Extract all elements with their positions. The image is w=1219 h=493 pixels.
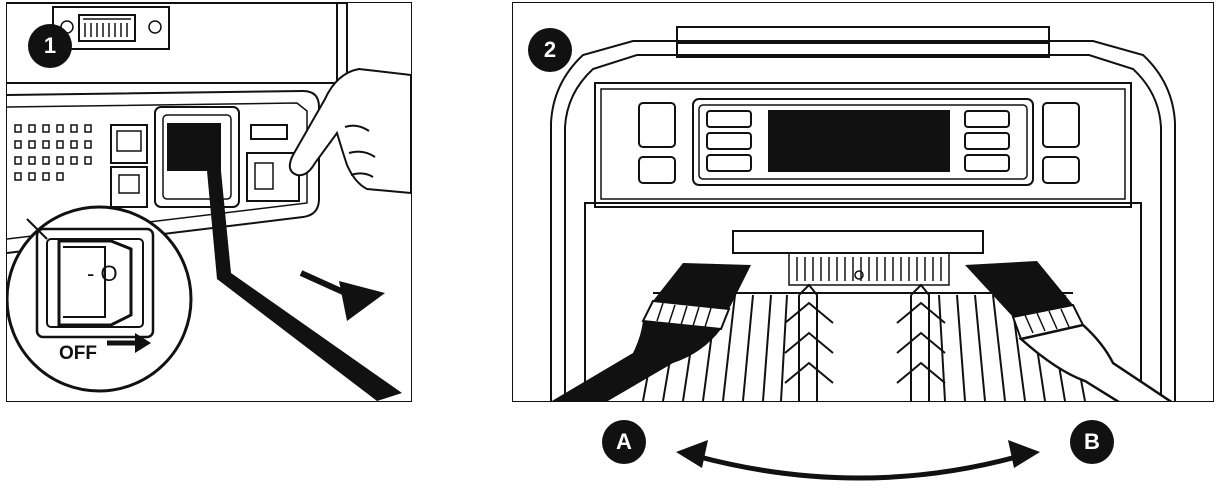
control-key bbox=[964, 110, 1010, 128]
counter-machine-body bbox=[550, 26, 1176, 401]
control-key bbox=[706, 132, 752, 150]
rj-port-upper bbox=[110, 124, 148, 164]
switch-magnifier bbox=[7, 205, 193, 393]
step-2-illustration bbox=[550, 26, 1176, 401]
control-key bbox=[1042, 102, 1080, 148]
step-2-panel bbox=[512, 2, 1214, 402]
control-key bbox=[964, 154, 1010, 172]
rocker-switch bbox=[246, 152, 300, 202]
brush-a bbox=[551, 263, 751, 401]
control-key bbox=[638, 156, 676, 184]
pull-direction-arrow bbox=[299, 270, 385, 321]
step-1-badge: 1 bbox=[28, 24, 72, 68]
vent-grid bbox=[14, 124, 92, 181]
power-plug bbox=[167, 123, 402, 401]
control-key bbox=[706, 110, 752, 128]
switch-marks: - O bbox=[87, 261, 118, 286]
brush-b bbox=[965, 261, 1173, 401]
pointing-hand bbox=[288, 67, 411, 195]
control-key bbox=[706, 154, 752, 172]
feed-roller bbox=[732, 230, 984, 286]
brush-b-badge: B bbox=[1070, 420, 1114, 464]
fuse-slot bbox=[250, 124, 288, 140]
step-2-badge: 2 bbox=[528, 28, 572, 72]
step-1-illustration bbox=[7, 3, 411, 401]
brush-a-badge: A bbox=[602, 420, 646, 464]
rj-port-lower bbox=[110, 166, 148, 208]
off-label: OFF bbox=[59, 343, 97, 364]
step-1-panel: - O OFF bbox=[6, 2, 412, 402]
lcd-display bbox=[768, 110, 950, 172]
control-panel bbox=[594, 82, 1132, 208]
control-key bbox=[964, 132, 1010, 150]
control-key bbox=[638, 102, 676, 148]
power-socket bbox=[154, 106, 240, 208]
control-key bbox=[1042, 156, 1080, 184]
